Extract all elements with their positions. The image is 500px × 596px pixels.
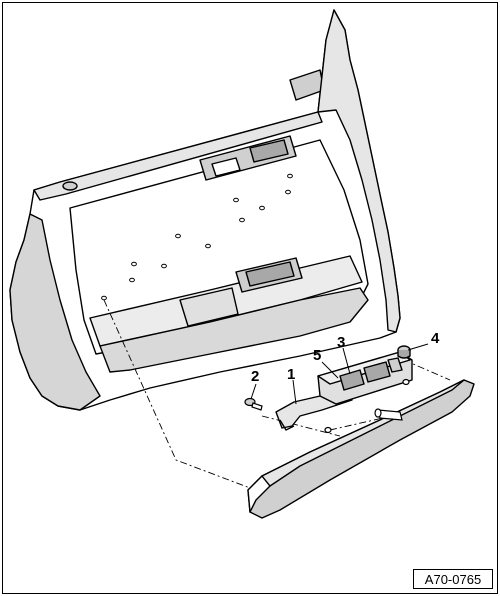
door-trim-panel — [9, 9, 401, 411]
callout-1: 1 — [287, 366, 295, 383]
callout-leaders — [250, 343, 429, 405]
callout-4: 4 — [431, 330, 440, 347]
armrest-cover — [247, 379, 475, 519]
clip-holes — [101, 173, 293, 301]
callout-5: 5 — [313, 347, 321, 364]
window-switch-module — [317, 345, 413, 405]
reference-code: A70-0765 — [413, 569, 493, 589]
callout-2: 2 — [251, 368, 259, 385]
screw — [244, 397, 263, 411]
callout-3: 3 — [337, 334, 345, 351]
mounting-posts — [324, 378, 410, 434]
